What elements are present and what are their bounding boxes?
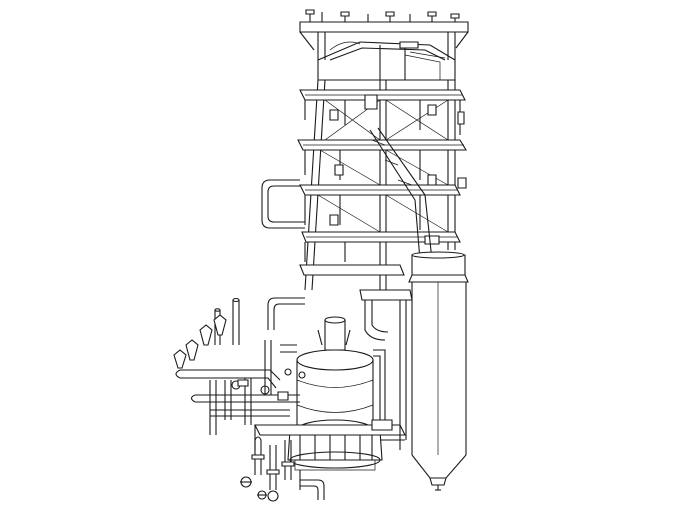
base-platform [255, 425, 405, 450]
cyclone-vessel [409, 252, 468, 490]
connecting-duct [360, 290, 412, 440]
left-pipe-loops [262, 180, 305, 330]
reactor-vessel [288, 317, 382, 470]
left-manifold [174, 299, 305, 436]
aux-piping-right [372, 350, 392, 430]
diagonal-duct [370, 128, 432, 260]
upper-chamber [318, 42, 455, 80]
top-steel-frame [300, 10, 468, 60]
lower-feed-pipes [240, 437, 324, 501]
